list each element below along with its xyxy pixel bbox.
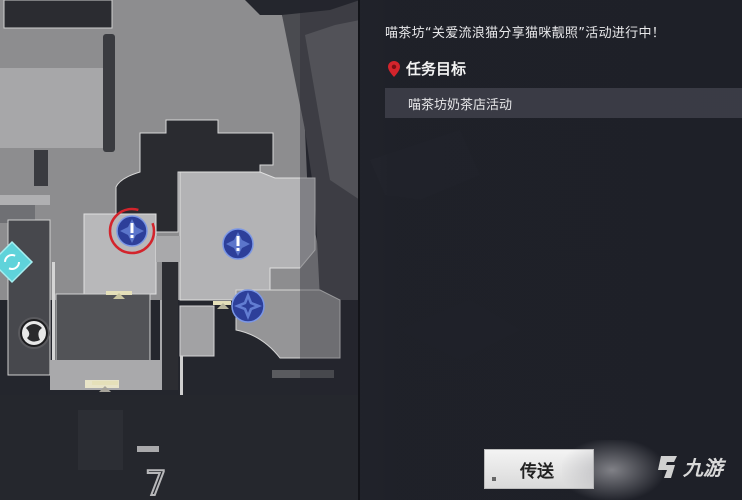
floor-number-label: 7 [145, 464, 167, 500]
objective-header: 任务目标 [388, 58, 466, 79]
dragon-emblem-icon [26, 324, 42, 342]
objective-item-label: 喵茶坊奶茶店活动 [408, 97, 513, 113]
teleport-button-label: 传送 [520, 461, 554, 482]
quest-marker[interactable] [222, 228, 254, 260]
door-marker-icon [213, 301, 231, 309]
teleport-swirl-icon [4, 254, 20, 270]
map-room-dark-center [115, 119, 274, 233]
objective-item[interactable]: 喵茶坊奶茶店活动 [385, 88, 742, 118]
map-room-lower [55, 293, 151, 363]
objective-title: 任务目标 [406, 60, 467, 78]
door-marker-icon [92, 381, 118, 392]
npc-portrait-marker[interactable] [18, 317, 50, 349]
location-pin-icon [388, 60, 400, 77]
floor-label-bar [137, 446, 159, 452]
watermark-text: 九游 [683, 456, 723, 480]
button-corner-dot [492, 477, 496, 481]
watermark: 九游 [655, 452, 723, 481]
quest-marker-tracked[interactable] [108, 207, 156, 255]
exclamation-icon [130, 223, 134, 233]
map-room-dark [3, 0, 113, 29]
teleport-anchor-marker[interactable] [0, 240, 34, 284]
panel-divider [358, 0, 360, 500]
blurred-overlay [562, 440, 662, 500]
star-waypoint-marker[interactable] [231, 289, 265, 323]
exclamation-icon [236, 236, 240, 246]
event-announcement: 喵茶坊“关爱流浪猫分享猫咪靓照”活动进行中！ [385, 26, 666, 41]
quest-info-panel [358, 0, 742, 500]
door-marker-icon [106, 291, 132, 299]
star-icon [241, 299, 255, 313]
watermark-logo-icon [658, 455, 677, 478]
map-room-light [0, 68, 103, 148]
